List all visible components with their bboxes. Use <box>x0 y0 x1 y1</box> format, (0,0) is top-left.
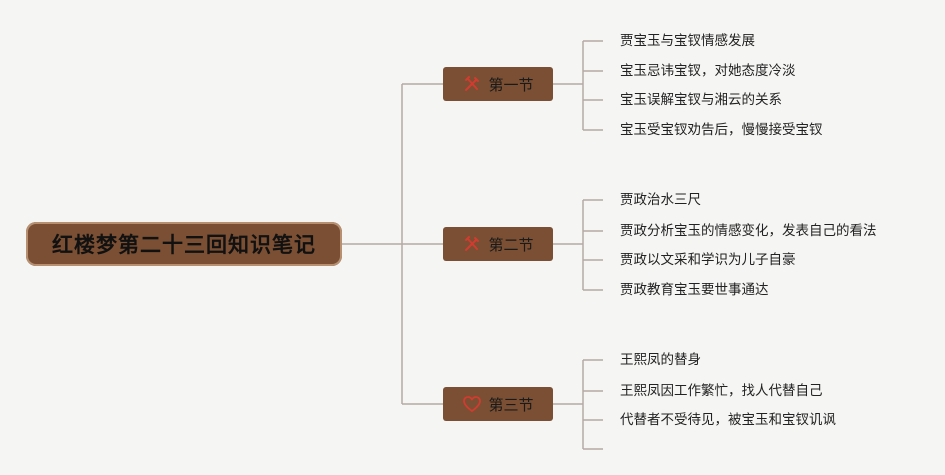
tools-icon <box>462 234 482 254</box>
leaf-item[interactable]: 贾政治水三尺 <box>620 192 701 208</box>
section-label: 第一节 <box>488 75 534 94</box>
leaf-item[interactable]: 王熙凤因工作繁忙，找人代替自己 <box>620 383 823 399</box>
leaf-item[interactable]: 贾政分析宝玉的情感变化，发表自己的看法 <box>620 223 877 239</box>
section-node-3[interactable]: 第三节 <box>443 387 553 421</box>
root-title: 红楼梦第二十三回知识笔记 <box>52 233 316 257</box>
tools-icon <box>462 74 482 94</box>
leaf-item[interactable]: 代替者不受待见，被宝玉和宝钗讥讽 <box>620 412 836 428</box>
leaf-item[interactable]: 贾政教育宝玉要世事通达 <box>620 282 769 298</box>
section-label: 第二节 <box>488 235 534 254</box>
section-node-1[interactable]: 第一节 <box>443 67 553 101</box>
leaf-item[interactable]: 王熙凤的替身 <box>620 352 701 368</box>
section-label: 第三节 <box>488 395 534 414</box>
leaf-item[interactable]: 贾政以文采和学识为儿子自豪 <box>620 252 796 268</box>
root-node[interactable]: 红楼梦第二十三回知识笔记 <box>26 222 342 266</box>
leaf-item[interactable]: 贾宝玉与宝钗情感发展 <box>620 33 755 49</box>
section-node-2[interactable]: 第二节 <box>443 227 553 261</box>
heart-icon <box>462 394 482 414</box>
leaf-item[interactable]: 宝玉误解宝钗与湘云的关系 <box>620 92 782 108</box>
leaf-item[interactable]: 宝玉忌讳宝钗，对她态度冷淡 <box>620 63 796 79</box>
leaf-item[interactable]: 宝玉受宝钗劝告后，慢慢接受宝钗 <box>620 122 823 138</box>
